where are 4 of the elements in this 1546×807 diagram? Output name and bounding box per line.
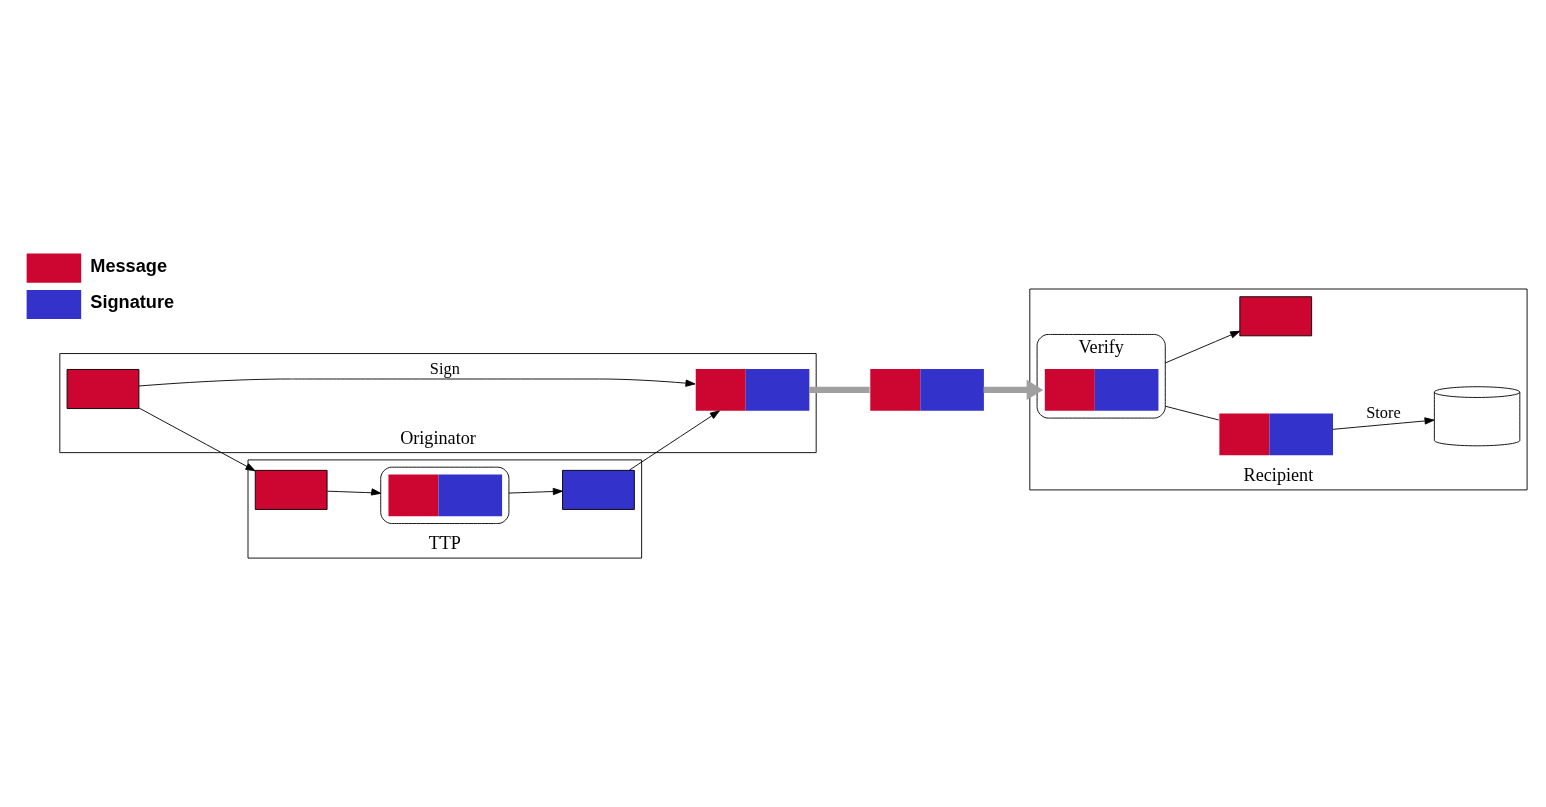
edge-label: Store [1366,402,1401,422]
legend-label: Message [90,255,168,276]
legend-label: Signature [90,291,175,312]
edge-label: Sign [429,358,460,378]
